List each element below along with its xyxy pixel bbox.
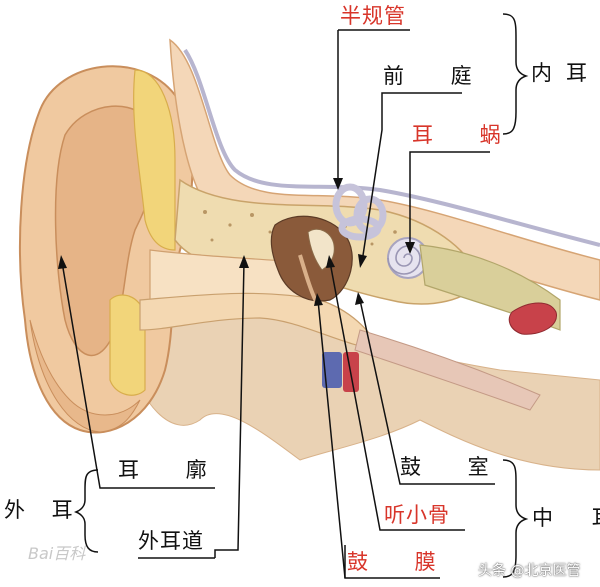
cartilage-lower: [109, 294, 146, 396]
canal-top-stripe: [183, 48, 600, 247]
label-outer-ear: 外 耳: [4, 498, 83, 522]
leader-vestibule: [361, 92, 462, 263]
arrow-eardrum: [314, 293, 323, 306]
label-ear-canal: 外耳道: [138, 529, 204, 553]
baidu-watermark: Bai百科: [28, 544, 86, 563]
leader-tympanic: [359, 299, 495, 485]
arrow-ossicles: [326, 255, 335, 268]
label-eardrum: 鼓 膜: [347, 550, 456, 574]
arrow-auricle: [58, 255, 67, 269]
label-auricle: 耳 廓: [118, 458, 227, 482]
arrow-cochlea: [405, 242, 415, 254]
arrow-vestibule: [358, 254, 367, 268]
vessel-blue: [322, 352, 342, 388]
arrow-semicircular: [333, 178, 343, 190]
leader-cochlea: [409, 151, 490, 248]
leader-ossicles: [329, 261, 465, 531]
leader-ear-canal: [214, 261, 245, 558]
arrow-tympanic: [355, 292, 364, 305]
source-watermark: 头条 @北京医管: [478, 563, 581, 579]
cartilage-band: [133, 69, 176, 251]
leader-auricle: [61, 261, 215, 489]
middle-ear-cavity: [270, 215, 353, 302]
label-vestibule: 前 庭: [383, 64, 492, 88]
eustachian-tube: [354, 329, 541, 411]
earlobe-shape: [29, 319, 141, 433]
ear-illustration: [19, 38, 600, 471]
leader-lines: [61, 13, 529, 579]
label-semicircular-canals: 半规管: [340, 4, 406, 28]
label-ossicles: 听小骨: [384, 503, 450, 527]
middle-ear-bracket: [502, 459, 529, 578]
arrowheads: [58, 178, 415, 306]
inner-ear-bracket: [502, 13, 529, 135]
vessel-right: [508, 302, 557, 335]
label-cochlea: 耳 蜗: [412, 123, 521, 147]
semicircular-canals-shape: [332, 183, 387, 241]
label-inner-ear: 内耳: [531, 61, 600, 85]
label-middle-ear: 中 耳: [532, 506, 600, 530]
arrow-ear-canal: [239, 255, 249, 268]
label-tympanic-cavity: 鼓 室: [400, 455, 509, 479]
outer-ear-bracket: [73, 469, 99, 553]
